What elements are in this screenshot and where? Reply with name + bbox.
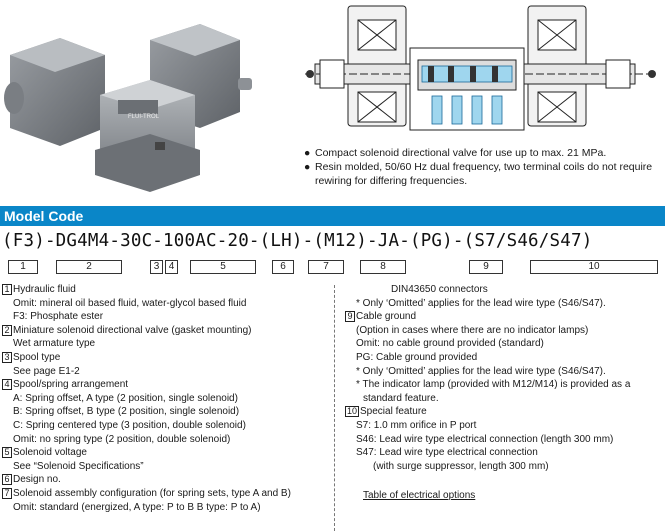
legend-line: F3: Phosphate ester	[13, 311, 104, 323]
legend-note: * The indicator lamp (provided with M12/…	[356, 379, 631, 391]
model-code: (F3)-DG4M4-30C-100AC-20-(LH)-(M12)-JA-(P…	[2, 231, 593, 251]
item-number: 2	[2, 324, 12, 336]
legend-note: standard feature.	[363, 392, 439, 404]
code-box-7: 7	[308, 260, 344, 274]
legend-line: (with surge suppressor, length 300 mm)	[373, 460, 549, 472]
legend-right-column: DIN43650 connectors * Only ‘Omitted’ app…	[345, 283, 630, 503]
table-of-electrical-options-link[interactable]: Table of electrical options	[363, 490, 476, 502]
code-box-9: 9	[469, 260, 503, 274]
code-box-1: 1	[8, 260, 38, 274]
legend-line: C: Spring centered type (3 position, dou…	[13, 419, 246, 431]
code-box-6: 6	[272, 260, 294, 274]
legend-line: S7: 1.0 mm orifice in P port	[356, 419, 477, 431]
item-number: 1	[2, 284, 12, 295]
bullet-icon: ●	[304, 147, 311, 159]
item-number: 4	[2, 379, 12, 391]
legend-line: S46: Lead wire type electrical connectio…	[356, 433, 614, 445]
legend-line: A: Spring offset, A type (2 position, si…	[13, 392, 238, 404]
legend-line: Wet armature type	[13, 338, 96, 350]
legend-line: B: Spring offset, B type (2 position, si…	[13, 406, 240, 418]
feature-bullet: ● Compact solenoid directional valve for…	[304, 146, 664, 160]
item-number: 6	[2, 474, 12, 486]
legend-line: S47: Lead wire type electrical connectio…	[356, 447, 538, 459]
brand-label: FLUI-TROL	[128, 114, 160, 120]
code-box-3: 3	[150, 260, 163, 274]
legend-note: * Only ‘Omitted’ applies for the lead wi…	[356, 297, 606, 309]
code-box-4: 4	[165, 260, 178, 274]
feature-bullet: ● Resin molded, 50/60 Hz dual frequency,…	[304, 160, 664, 188]
legend-line: See page E1-2	[13, 365, 80, 377]
product-photo: FLUI-TROL	[0, 0, 265, 200]
legend-line: (Option in cases where there are no indi…	[356, 324, 589, 336]
item-number: 10	[345, 406, 359, 418]
section-header: Model Code	[0, 206, 665, 226]
legend-line: Omit: no cable ground provided (standard…	[356, 338, 544, 350]
column-divider	[334, 285, 335, 531]
code-box-2: 2	[56, 260, 122, 274]
legend-note: * Only ‘Omitted’ applies for the lead wi…	[356, 365, 606, 377]
item-number: 5	[2, 447, 12, 459]
feature-bullets: ● Compact solenoid directional valve for…	[304, 146, 664, 188]
legend-line: Omit: mineral oil based fluid, water-gly…	[13, 297, 247, 309]
item-number: 9	[345, 311, 355, 323]
legend-line: Omit: no spring type (2 position, double…	[13, 433, 231, 445]
legend-line: Omit: standard (energized, A type: P to …	[13, 501, 261, 513]
bullet-icon: ●	[304, 161, 311, 173]
code-box-8: 8	[360, 260, 406, 274]
item-number: 3	[2, 351, 12, 363]
code-box-5: 5	[190, 260, 256, 274]
legend-line: PG: Cable ground provided	[356, 351, 478, 363]
legend-line: DIN43650 connectors	[391, 284, 488, 295]
bullet-text: Compact solenoid directional valve for u…	[315, 147, 607, 159]
code-box-10: 10	[530, 260, 658, 274]
item-number: 7	[2, 487, 12, 499]
legend-line: See “Solenoid Specifications”	[13, 460, 144, 472]
valve-cross-section-diagram	[300, 0, 665, 140]
bullet-text: Resin molded, 50/60 Hz dual frequency, t…	[315, 161, 653, 187]
